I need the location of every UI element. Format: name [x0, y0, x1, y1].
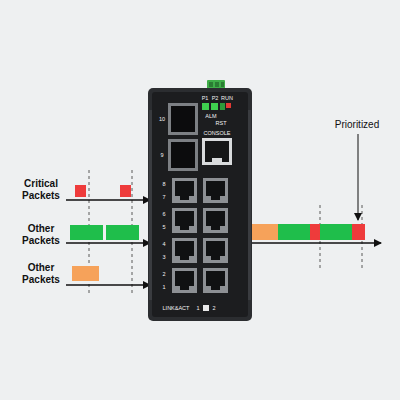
- led-label: ALM: [205, 113, 216, 120]
- led-label: RUN: [221, 95, 233, 102]
- port-number: 1: [196, 305, 199, 312]
- port-number: 10: [159, 116, 165, 123]
- packet-type-label: Other Packets: [18, 262, 64, 286]
- port-number: 2: [162, 271, 165, 278]
- port-number: 1: [162, 284, 165, 291]
- port-number: 9: [160, 152, 163, 159]
- port-number: 8: [162, 181, 165, 188]
- port-number: 4: [162, 241, 165, 248]
- port-number: 6: [162, 211, 165, 218]
- button-label: RST: [216, 120, 227, 127]
- led-legend-label: LINK&ACT: [163, 305, 190, 312]
- port-label: CONSOLE: [204, 130, 231, 137]
- annotation-label: Prioritized: [335, 119, 379, 131]
- port-number: 5: [162, 224, 165, 231]
- port-number: 2: [212, 305, 215, 312]
- port-number: 3: [162, 254, 165, 261]
- led-label: P2: [212, 95, 219, 102]
- led-label: P1: [202, 95, 209, 102]
- packet-type-label: Other Packets: [18, 223, 64, 247]
- port-number: 7: [162, 194, 165, 201]
- packet-type-label: Critical Packets: [18, 178, 64, 202]
